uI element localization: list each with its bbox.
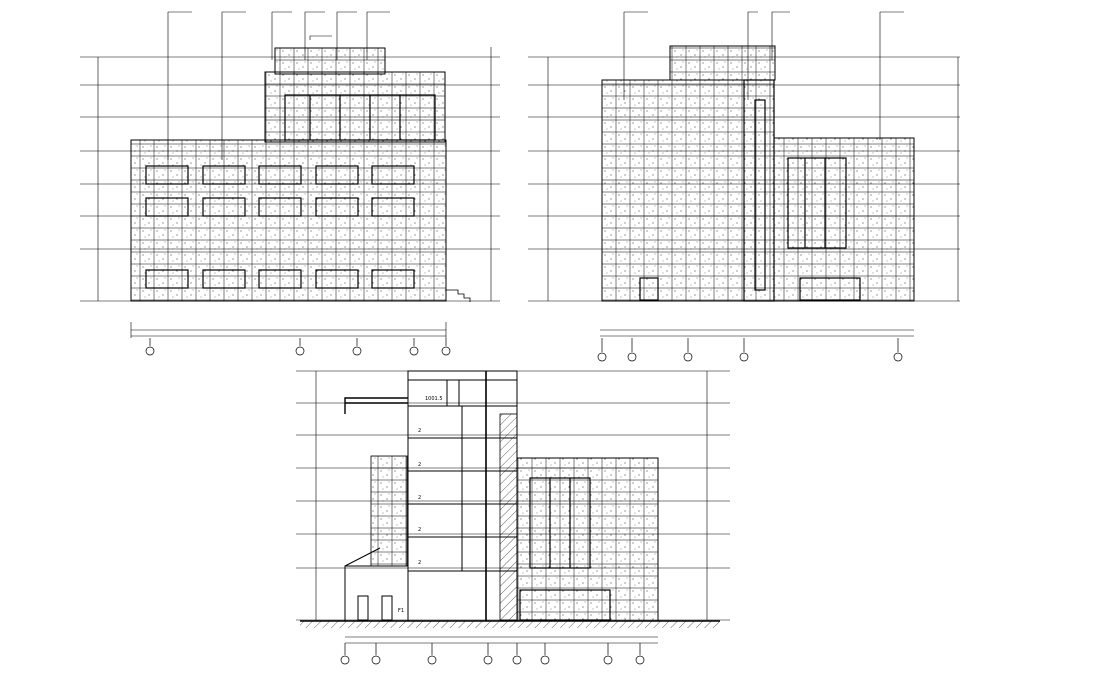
rear-right-block xyxy=(773,137,915,302)
section-stair xyxy=(499,413,518,621)
section-central-cut xyxy=(407,370,518,622)
building-section: 1001.5 2 2 2 2 2 F1 xyxy=(296,370,730,665)
front-elevation xyxy=(80,11,500,356)
rear-left-tower xyxy=(601,79,745,302)
roof-room-label: 1001.5 xyxy=(425,396,443,402)
floor-mark-1: 2 xyxy=(418,428,421,434)
rear-axis-bubbles xyxy=(597,338,903,362)
rear-elevation xyxy=(528,11,960,362)
front-lower-block xyxy=(130,139,447,302)
section-canopy xyxy=(344,397,408,414)
rear-core xyxy=(743,79,775,302)
front-entry-steps xyxy=(446,289,471,302)
section-ground xyxy=(300,621,720,628)
floor-mark-3: 2 xyxy=(418,495,421,501)
front-axis-bubbles xyxy=(145,338,451,356)
section-right-block xyxy=(516,457,659,622)
rear-dimension-lines xyxy=(547,57,959,337)
floor-mark-5: 2 xyxy=(418,560,421,566)
front-window-bands xyxy=(145,94,436,289)
section-room-labels: 1001.5 2 2 2 2 2 F1 xyxy=(398,396,443,614)
front-upper-block xyxy=(264,71,446,143)
section-dimension-lines xyxy=(315,371,708,644)
rear-windows xyxy=(639,99,861,301)
section-right-windows xyxy=(519,477,611,621)
floor-mark-6: F1 xyxy=(398,608,404,614)
front-roof-block xyxy=(274,47,386,75)
floor-mark-4: 2 xyxy=(418,527,421,533)
rear-roof-block xyxy=(669,45,776,81)
floor-mark-2: 2 xyxy=(418,462,421,468)
front-dimension-lines xyxy=(97,47,492,338)
front-leader-lines xyxy=(167,11,390,160)
section-axis-bubbles xyxy=(340,643,645,665)
